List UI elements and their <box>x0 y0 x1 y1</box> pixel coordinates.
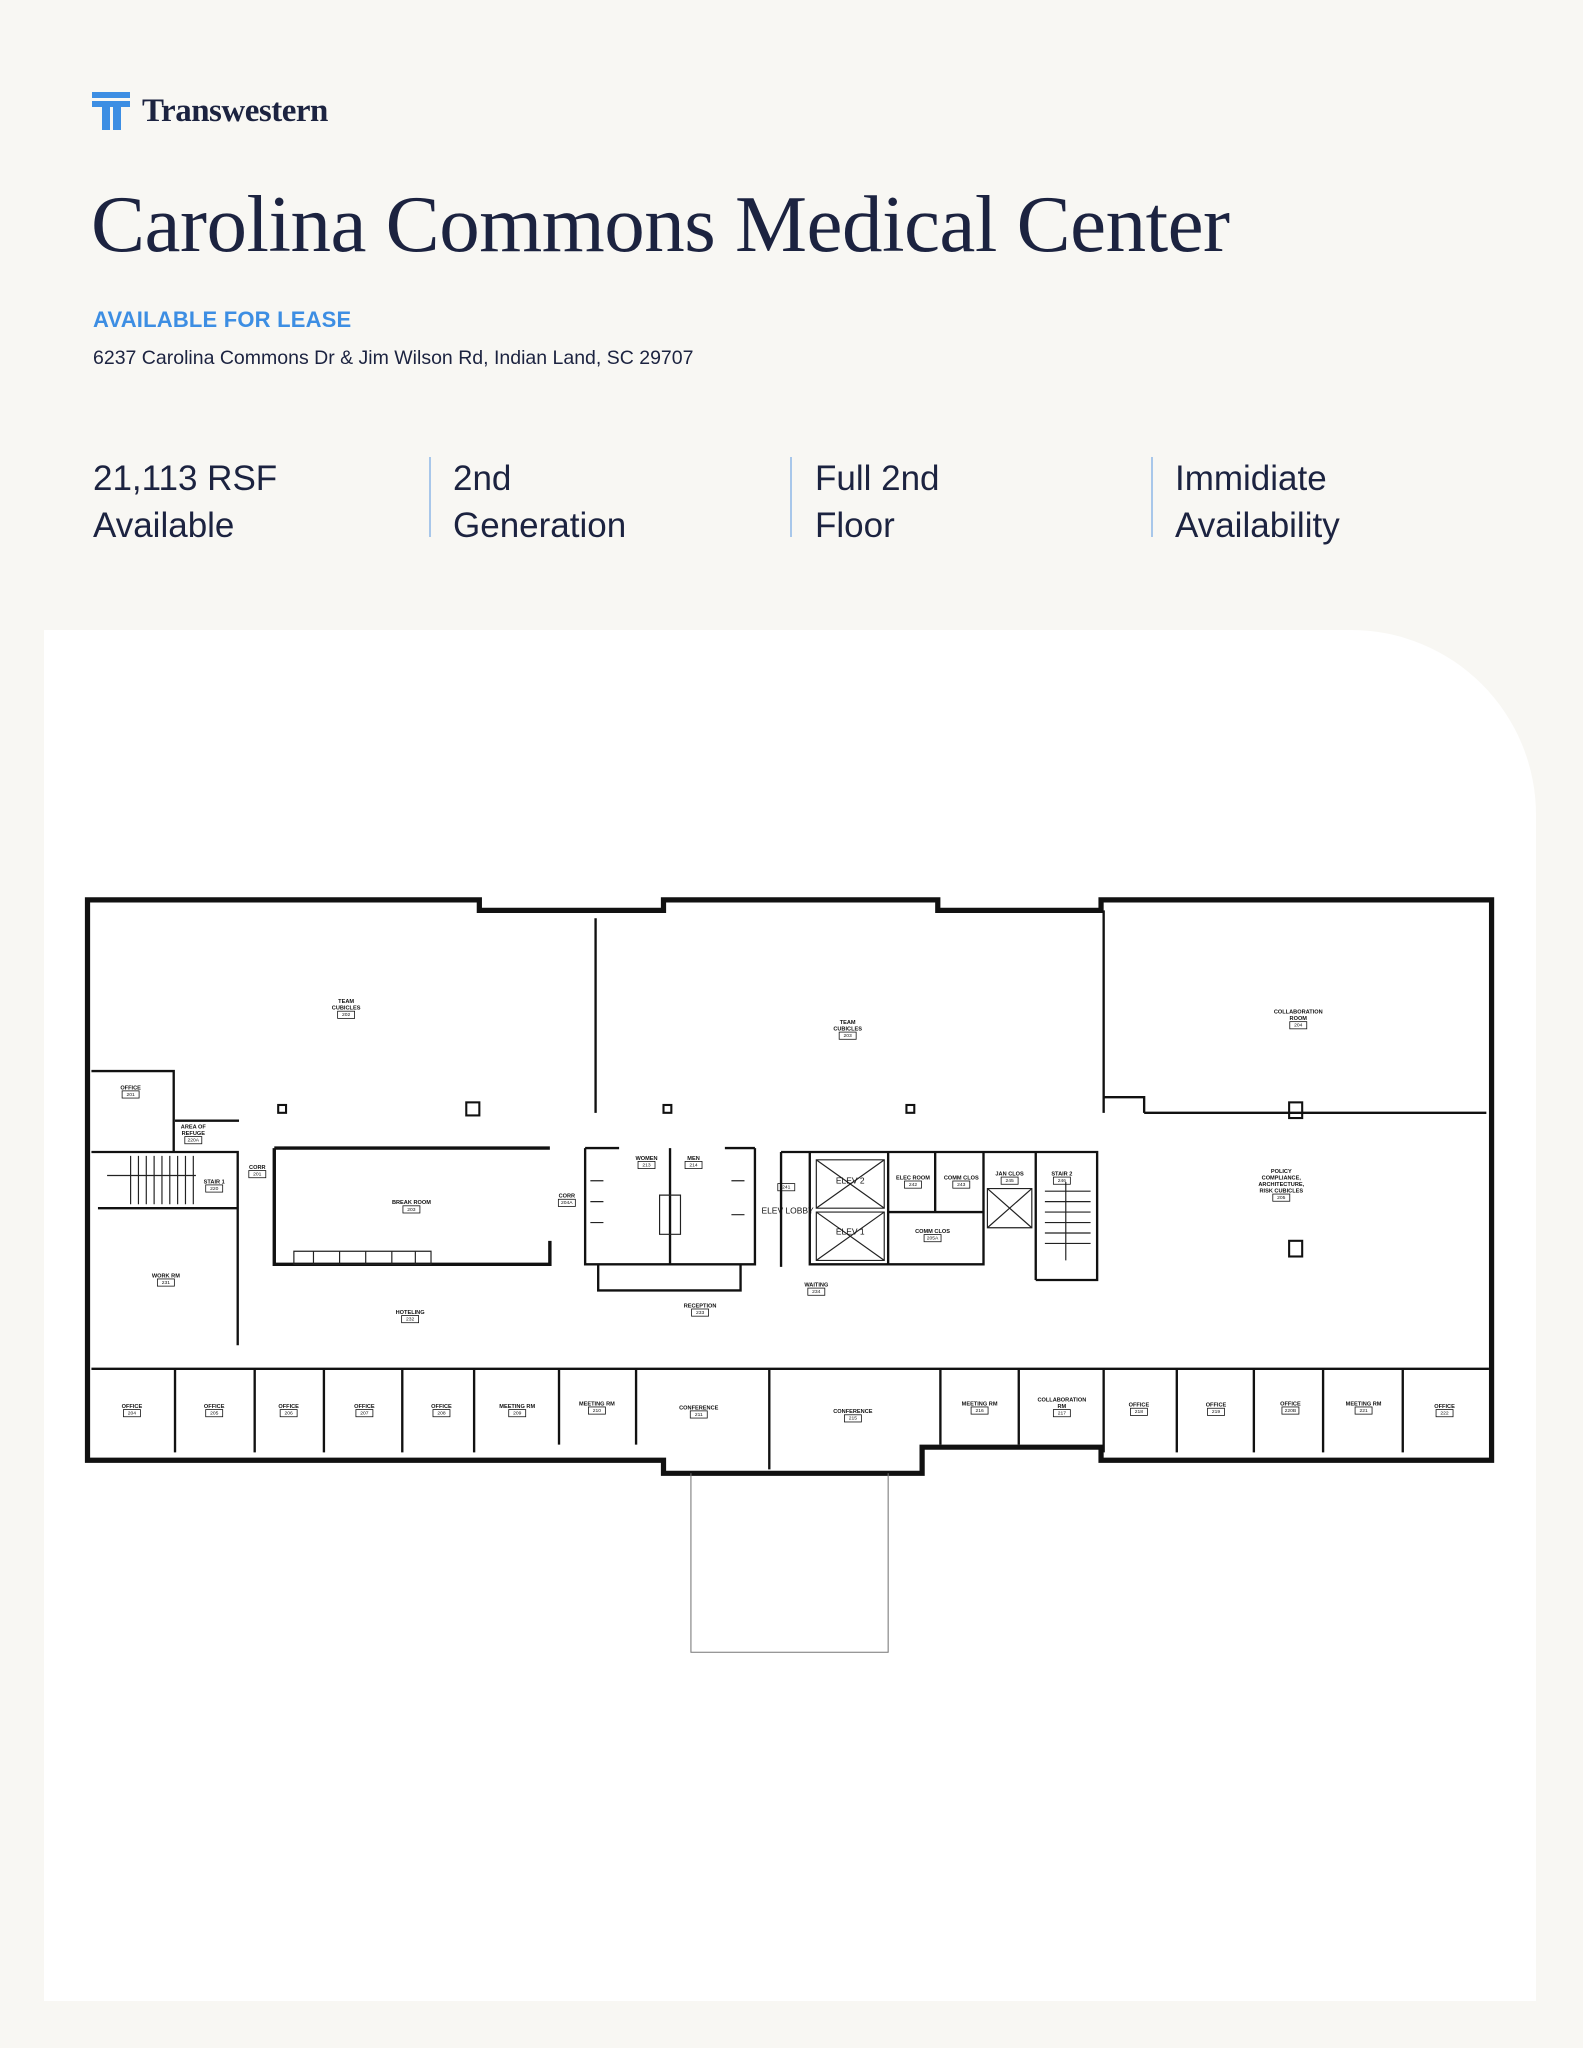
availability-tagline: AVAILABLE FOR LEASE <box>93 307 352 332</box>
stat-label: Available <box>93 506 235 545</box>
stat-rsf: 21,113 RSF Available <box>93 455 277 549</box>
page-title: Carolina Commons Medical Center <box>91 179 1230 269</box>
stat-value: 2nd <box>453 459 512 498</box>
stat-divider <box>790 457 792 537</box>
stat-divider <box>429 457 431 537</box>
transwestern-t-logo-icon <box>92 92 130 130</box>
floor-plan-card <box>44 630 1536 2001</box>
stat-value: Full 2nd <box>815 459 940 498</box>
stat-label: Generation <box>453 506 627 545</box>
stat-label: Availability <box>1175 506 1340 545</box>
brand-name: Transwestern <box>142 92 328 129</box>
stat-value: Immidiate <box>1175 459 1327 498</box>
stat-label: Floor <box>815 506 895 545</box>
stat-divider <box>1151 457 1153 537</box>
stat-value: 21,113 RSF <box>93 459 278 498</box>
brand-logo: Transwestern <box>92 92 328 130</box>
property-address: 6237 Carolina Commons Dr & Jim Wilson Rd… <box>93 347 694 369</box>
